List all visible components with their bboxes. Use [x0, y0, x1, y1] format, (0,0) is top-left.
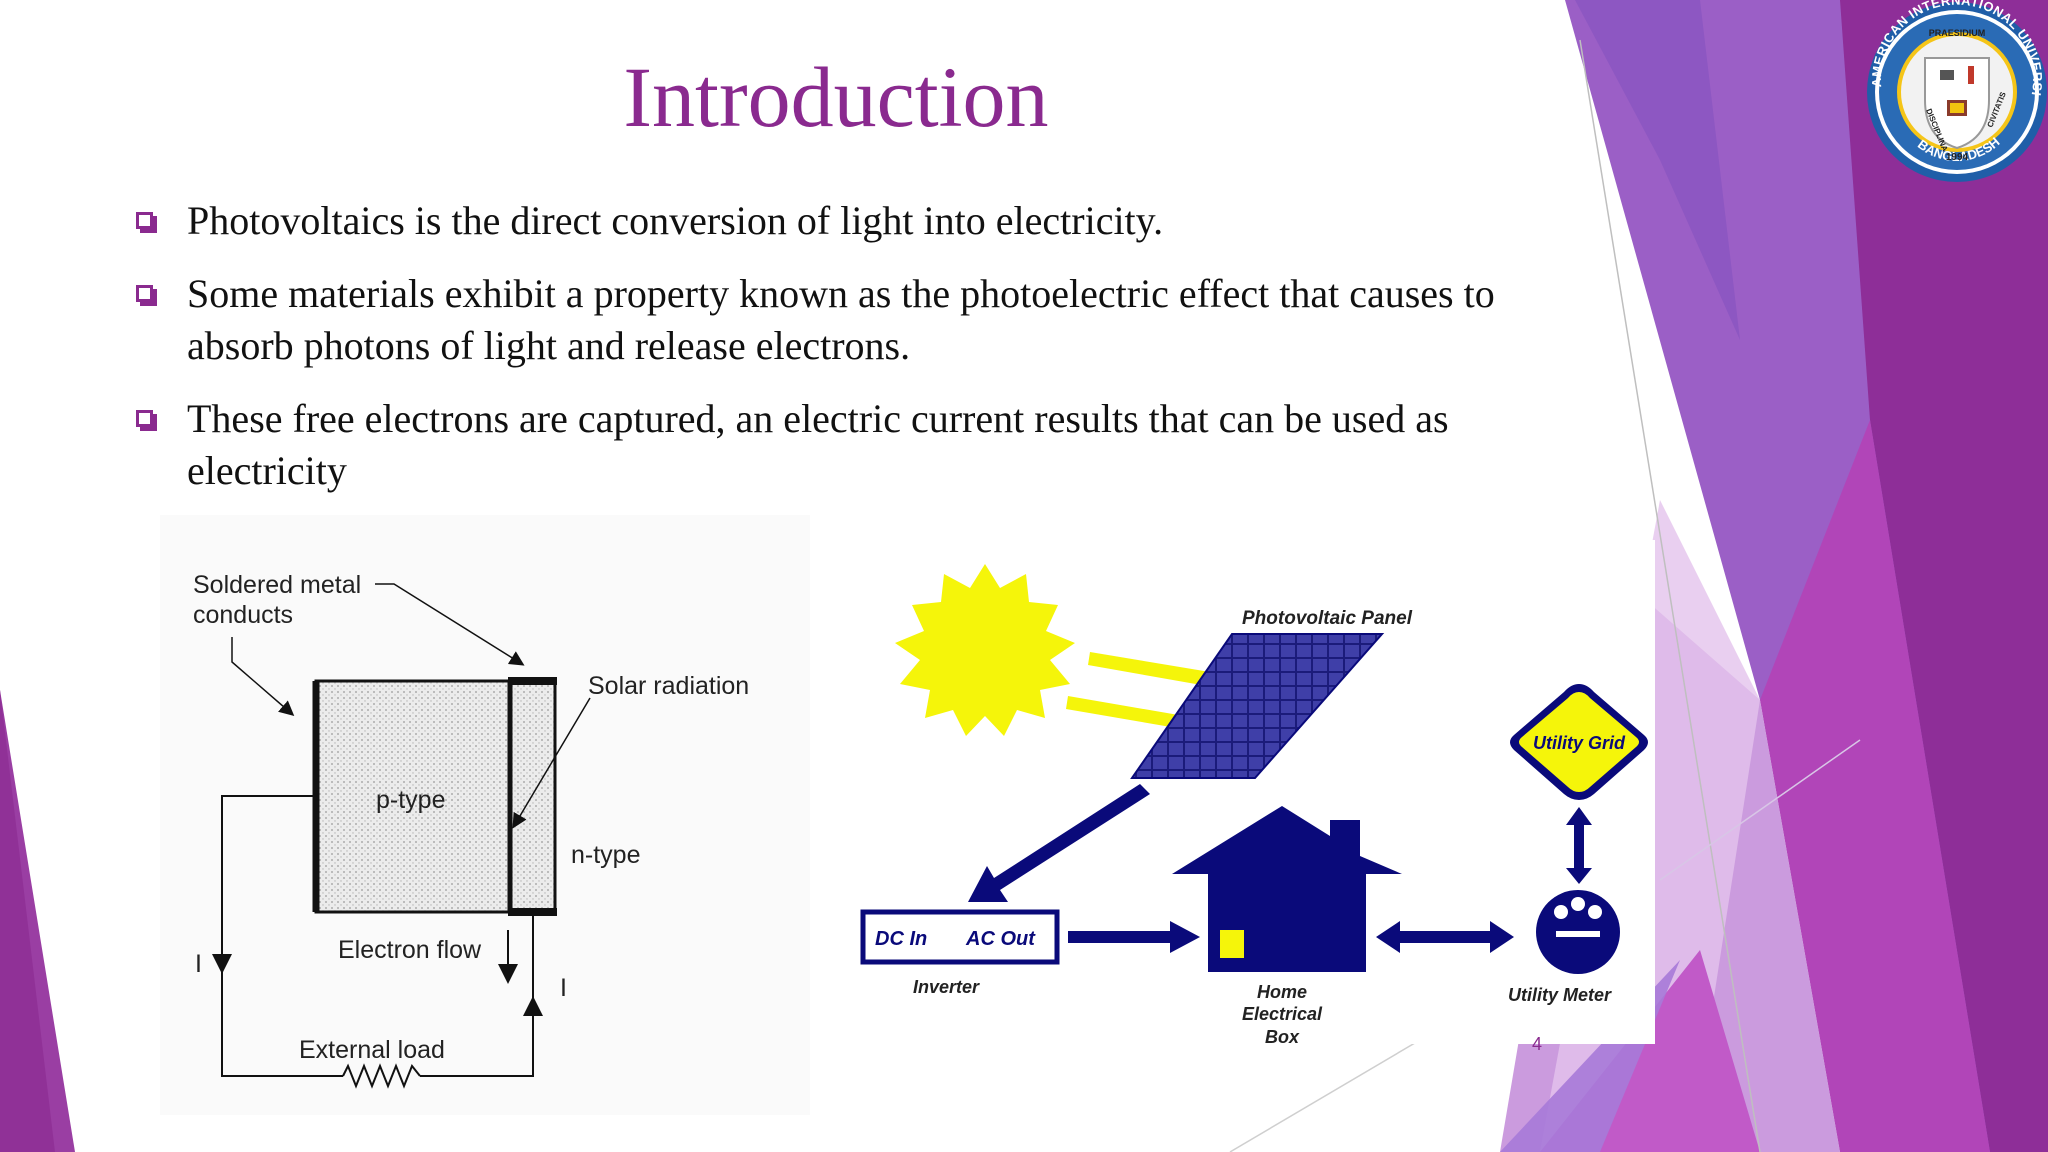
utility-meter-icon [1536, 890, 1620, 974]
dc-in-label: DC In [875, 928, 927, 950]
bullet-item: These free electrons are captured, an el… [128, 393, 1568, 497]
bullet-text: Photovoltaics is the direct conversion o… [187, 198, 1164, 243]
logo-motto-top: PRAESIDIUM [1929, 28, 1986, 38]
slide-title: Introduction [623, 49, 1049, 145]
electron-flow-label: Electron flow [338, 936, 482, 964]
bullet-text: Some materials exhibit a property known … [187, 271, 1495, 368]
photovoltaic-panel-label: Photovoltaic Panel [1242, 608, 1413, 629]
n-type-label: n-type [571, 841, 640, 869]
home-label: Home [1257, 982, 1307, 1002]
checkbox-bullet-icon [136, 285, 157, 306]
conducts-label: conducts [193, 601, 293, 629]
bullet-item: Some materials exhibit a property known … [128, 268, 1568, 372]
utility-meter-label: Utility Meter [1508, 985, 1612, 1005]
bullet-list: Photovoltaics is the direct conversion o… [128, 195, 1568, 518]
current-left-label: I [195, 950, 202, 978]
checkbox-bullet-icon [136, 212, 157, 233]
photovoltaic-panel-icon [1130, 633, 1385, 779]
solar-radiation-label: Solar radiation [588, 672, 749, 700]
checkbox-bullet-icon [136, 410, 157, 431]
sun-icon [895, 564, 1075, 736]
box-label: Box [1265, 1027, 1300, 1047]
bullet-item: Photovoltaics is the direct conversion o… [128, 195, 1568, 247]
external-load-label: External load [299, 1036, 445, 1064]
ac-out-label: AC Out [965, 928, 1036, 950]
home-icon [1172, 806, 1402, 972]
current-right-label: I [560, 974, 567, 1002]
utility-grid-icon [1510, 684, 1648, 800]
bullet-text: These free electrons are captured, an el… [187, 396, 1449, 493]
utility-grid-label: Utility Grid [1533, 733, 1626, 753]
electrical-label: Electrical [1242, 1004, 1323, 1024]
page-number: 4 [1532, 1034, 1543, 1054]
p-type-label: p-type [376, 786, 445, 814]
logo-year: 1994 [1946, 152, 1969, 163]
inverter-label: Inverter [913, 977, 980, 997]
soldered-metal-label: Soldered metal [193, 571, 361, 599]
